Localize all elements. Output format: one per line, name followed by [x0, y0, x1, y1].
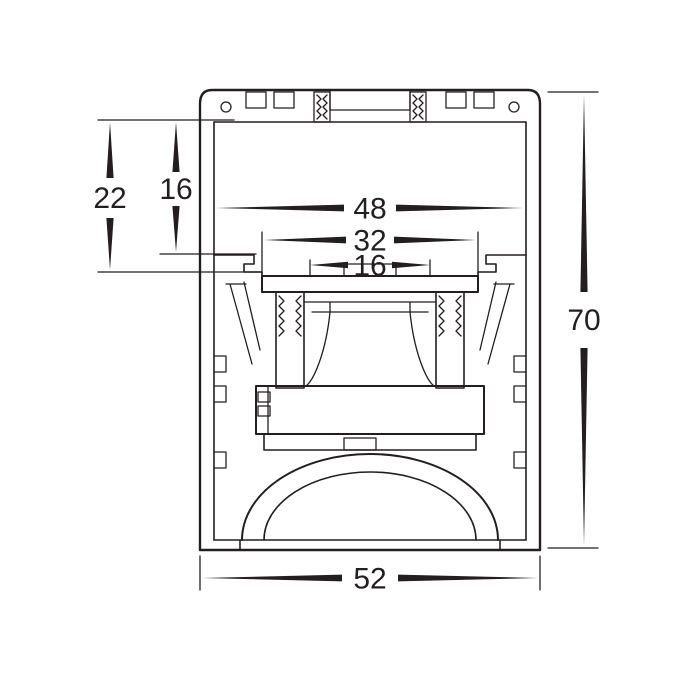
- extension-lines-70: [547, 91, 599, 549]
- dim-22-label: 22: [93, 182, 126, 215]
- driver-body: [255, 385, 485, 435]
- top-center-channel: [329, 89, 411, 111]
- top-corner-hole-left: [220, 101, 232, 113]
- screw-towers: [275, 291, 465, 389]
- arrow-32-right: [394, 236, 476, 244]
- arrow-16-left-bottom: [172, 206, 180, 252]
- dimension-annotations: 48 32 16 22: [93, 91, 601, 596]
- spring-clips: [225, 281, 515, 365]
- dimension-16-inner: 16: [310, 250, 430, 283]
- dimension-70: 70: [567, 94, 601, 546]
- lens-dome-outer-arc: [241, 453, 499, 541]
- top-screw-knurl-texture: [316, 94, 424, 120]
- arrow-48-right: [396, 204, 524, 212]
- dimension-22: 22: [93, 122, 127, 270]
- arrow-22-bottom: [106, 218, 114, 270]
- lens-retainer-band: [263, 433, 477, 451]
- dimension-48: 48: [216, 193, 524, 226]
- arrow-70-bottom: [580, 348, 588, 546]
- dim-48-label: 48: [353, 193, 386, 226]
- arrow-52-right: [398, 574, 538, 582]
- dim-16-inner-label: 16: [353, 250, 386, 283]
- dim-16-left-label: 16: [159, 173, 192, 206]
- top-mounting-slots: [245, 91, 495, 109]
- wall-groove-notches: [213, 355, 527, 469]
- dimension-16-left: 16: [159, 122, 193, 252]
- tower-knurl-texture: [278, 295, 462, 337]
- arrow-52-left: [202, 574, 342, 582]
- top-screw-bosses: [313, 91, 427, 123]
- optic-body: [303, 301, 437, 387]
- profile-outline: [198, 88, 542, 552]
- dimension-52: 52: [202, 563, 538, 596]
- arrow-16-left-top: [172, 122, 180, 172]
- arrow-70-top: [580, 94, 588, 292]
- extension-lines-32: [261, 231, 479, 275]
- arrow-22-top: [106, 122, 114, 178]
- driver-details: [257, 385, 271, 435]
- dim-70-label: 70: [567, 304, 600, 337]
- arrow-16-inner-right: [392, 261, 430, 269]
- arrow-32-left: [264, 236, 346, 244]
- lens-cap: [343, 263, 397, 277]
- inner-wall-lines: [213, 121, 527, 541]
- dim-52-label: 52: [353, 563, 386, 596]
- band-center-clip: [343, 437, 377, 451]
- top-corner-hole-right: [508, 101, 520, 113]
- led-mounting-plate: [261, 275, 479, 293]
- dimension-32: 32: [264, 225, 476, 258]
- arrow-48-left: [216, 204, 344, 212]
- arrow-16-inner-left: [310, 261, 348, 269]
- dim-32-label: 32: [353, 225, 386, 258]
- bottom-edge-lines: [213, 539, 527, 551]
- extension-lines-52: [199, 555, 541, 591]
- led-module: [241, 259, 499, 541]
- plate-tabs: [309, 259, 431, 277]
- lens-dome-inner-arc: [263, 471, 477, 541]
- profile-body: [198, 88, 542, 552]
